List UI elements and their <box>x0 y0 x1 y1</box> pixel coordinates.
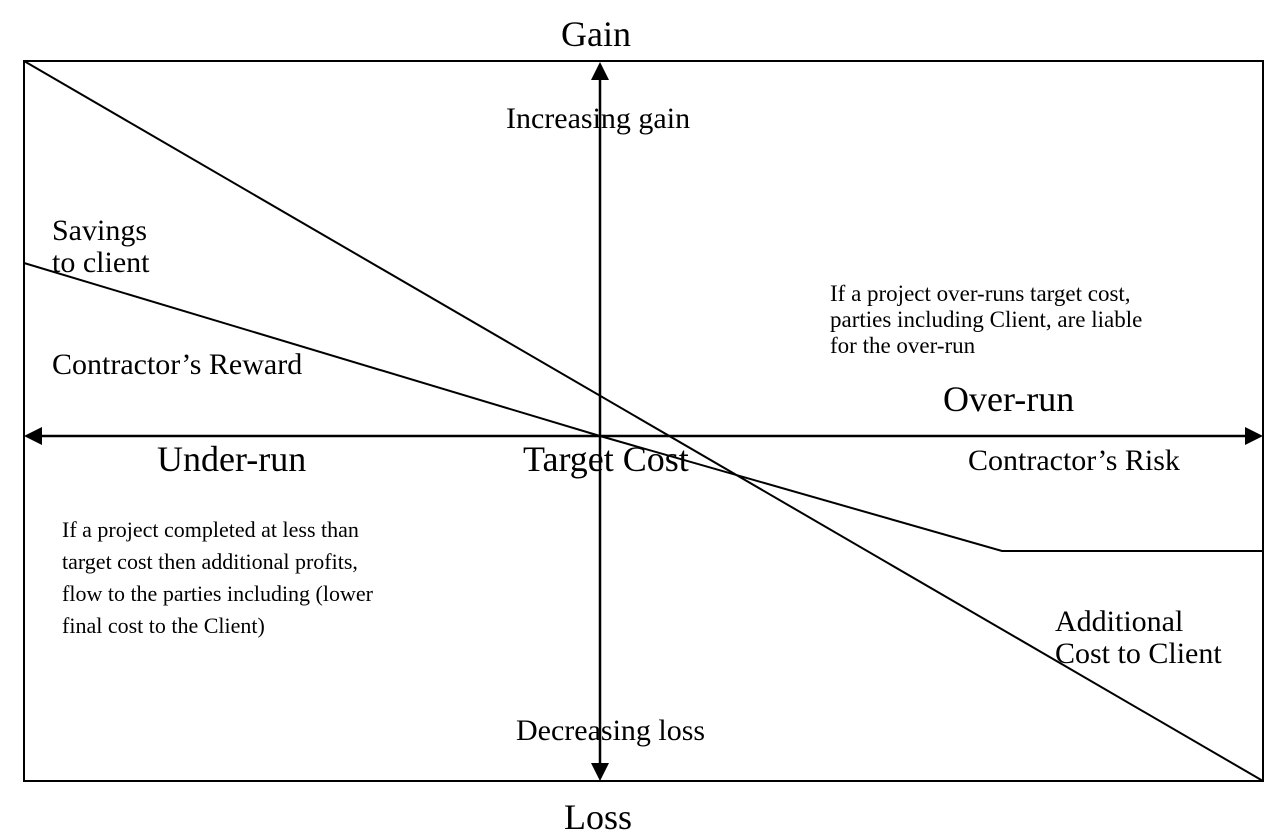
target-cost-label: Target Cost <box>523 439 689 479</box>
additional-cost-to-client-label: Additional Cost to Client <box>1055 606 1222 670</box>
over-run-label: Over-run <box>943 379 1075 419</box>
additional-cost-line-1: Additional <box>1055 605 1184 638</box>
contractors-reward-label: Contractor’s Reward <box>52 348 303 381</box>
over-run-note-line-1: If a project over-runs target cost, <box>830 281 1131 306</box>
under-run-arrowhead <box>24 427 42 445</box>
under-run-note-line-1: If a project completed at less than <box>62 517 359 542</box>
loss-arrowhead <box>591 763 609 781</box>
under-run-note-line-3: flow to the parties including (lower <box>62 581 373 606</box>
savings-to-client-label: Savings to client <box>52 215 149 279</box>
contractor-share-line-over <box>599 435 1263 552</box>
over-run-note-line-3: for the over-run <box>830 333 976 358</box>
total-cost-line <box>23 60 1264 782</box>
gain-arrowhead <box>591 62 609 80</box>
contractor-share-line-under <box>23 262 601 437</box>
over-run-note: If a project over-runs target cost, part… <box>830 281 1142 359</box>
under-run-note: If a project completed at less than targ… <box>62 514 373 642</box>
additional-cost-line-2: Cost to Client <box>1055 637 1222 670</box>
savings-to-client-line-1: Savings <box>52 214 148 247</box>
gain-label: Gain <box>561 14 631 54</box>
diagram-frame <box>23 60 1264 782</box>
contractors-risk-label: Contractor’s Risk <box>968 444 1180 477</box>
over-run-note-line-2: parties including Client, are liable <box>830 307 1143 332</box>
under-run-note-line-2: target cost then additional profits, <box>62 549 358 574</box>
loss-label: Loss <box>564 797 633 835</box>
increasing-gain-label: Increasing gain <box>506 102 691 135</box>
savings-to-client-line-2: to client <box>52 246 150 279</box>
under-run-label: Under-run <box>157 439 307 479</box>
under-run-note-line-4: final cost to the Client) <box>62 613 265 638</box>
over-run-arrowhead <box>1245 427 1263 445</box>
decreasing-loss-label: Decreasing loss <box>516 714 706 747</box>
